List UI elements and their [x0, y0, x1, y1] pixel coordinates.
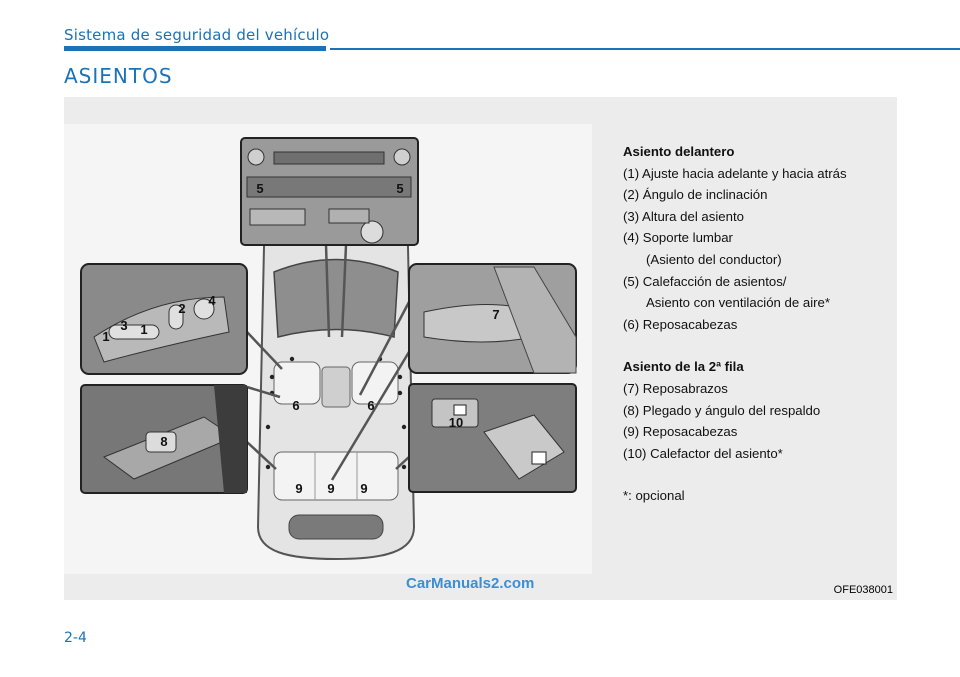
backrest-lever-inset — [80, 384, 248, 494]
legend-item: (10) Calefactor del asiento* — [623, 445, 783, 461]
callout-1-left: 1 — [102, 329, 109, 344]
header-rule-thick — [64, 46, 326, 51]
legend-item: (8) Plegado y ángulo del respaldo — [623, 402, 821, 418]
callout-6-right: 6 — [367, 398, 374, 413]
legend: Asiento delantero (1) Ajuste hacia adela… — [623, 141, 893, 507]
callout-3: 3 — [120, 318, 127, 333]
callout-6-left: 6 — [292, 398, 299, 413]
figure-panel: 5 5 1 3 1 2 4 8 7 10 6 6 9 9 9 CarManual… — [64, 97, 897, 600]
callout-8: 8 — [160, 434, 167, 449]
legend-item: (6) Reposacabezas — [623, 316, 738, 332]
seat-illustration: 5 5 1 3 1 2 4 8 7 10 6 6 9 9 9 — [80, 137, 577, 561]
legend-rear-title: Asiento de la 2ª fila — [623, 359, 744, 375]
leader-lines — [246, 244, 411, 481]
callout-9-left: 9 — [295, 481, 302, 496]
header-rule-thin — [330, 48, 960, 50]
callout-9-center: 9 — [327, 481, 334, 496]
page-heading: ASIENTOS — [64, 64, 173, 88]
watermark: CarManuals2.com — [406, 575, 535, 592]
legend-item: (5) Calefacción de asientos/ — [623, 273, 787, 289]
seat-heater-inset — [408, 383, 577, 493]
section-title: Sistema de seguridad del vehículo — [64, 26, 330, 44]
callout-9-right: 9 — [360, 481, 367, 496]
car-top-view — [256, 196, 416, 561]
callout-10: 10 — [449, 415, 463, 430]
legend-front-title: Asiento delantero — [623, 144, 735, 159]
legend-item: (4) Soporte lumbar — [623, 230, 733, 246]
legend-footnote: *: opcional — [623, 488, 685, 504]
legend-item: (3) Altura del asiento — [623, 208, 744, 224]
callout-2: 2 — [178, 301, 185, 316]
rear-armrest-inset — [408, 263, 577, 374]
callout-1-right: 1 — [140, 322, 147, 337]
legend-item: (2) Ángulo de inclinación — [623, 187, 768, 203]
callout-4: 4 — [208, 293, 216, 308]
callout-badges: 5 5 1 3 1 2 4 8 7 10 6 6 9 9 9 — [102, 181, 499, 496]
legend-item: (1) Ajuste hacia adelante y hacia atrás — [623, 165, 847, 181]
legend-item: (9) Reposacabezas — [623, 424, 738, 440]
legend-item-continuation: (Asiento del conductor) — [646, 251, 782, 267]
callout-7: 7 — [492, 307, 499, 322]
figure-code: OFE038001 — [833, 584, 893, 596]
callout-5-left: 5 — [256, 181, 263, 196]
legend-item: (7) Reposabrazos — [623, 380, 728, 396]
door-switch-inset — [80, 263, 248, 375]
legend-item-continuation: Asiento con ventilación de aire* — [646, 295, 831, 311]
page-number: 2-4 — [64, 630, 87, 646]
console-inset — [240, 137, 419, 246]
callout-5-right: 5 — [396, 181, 403, 196]
